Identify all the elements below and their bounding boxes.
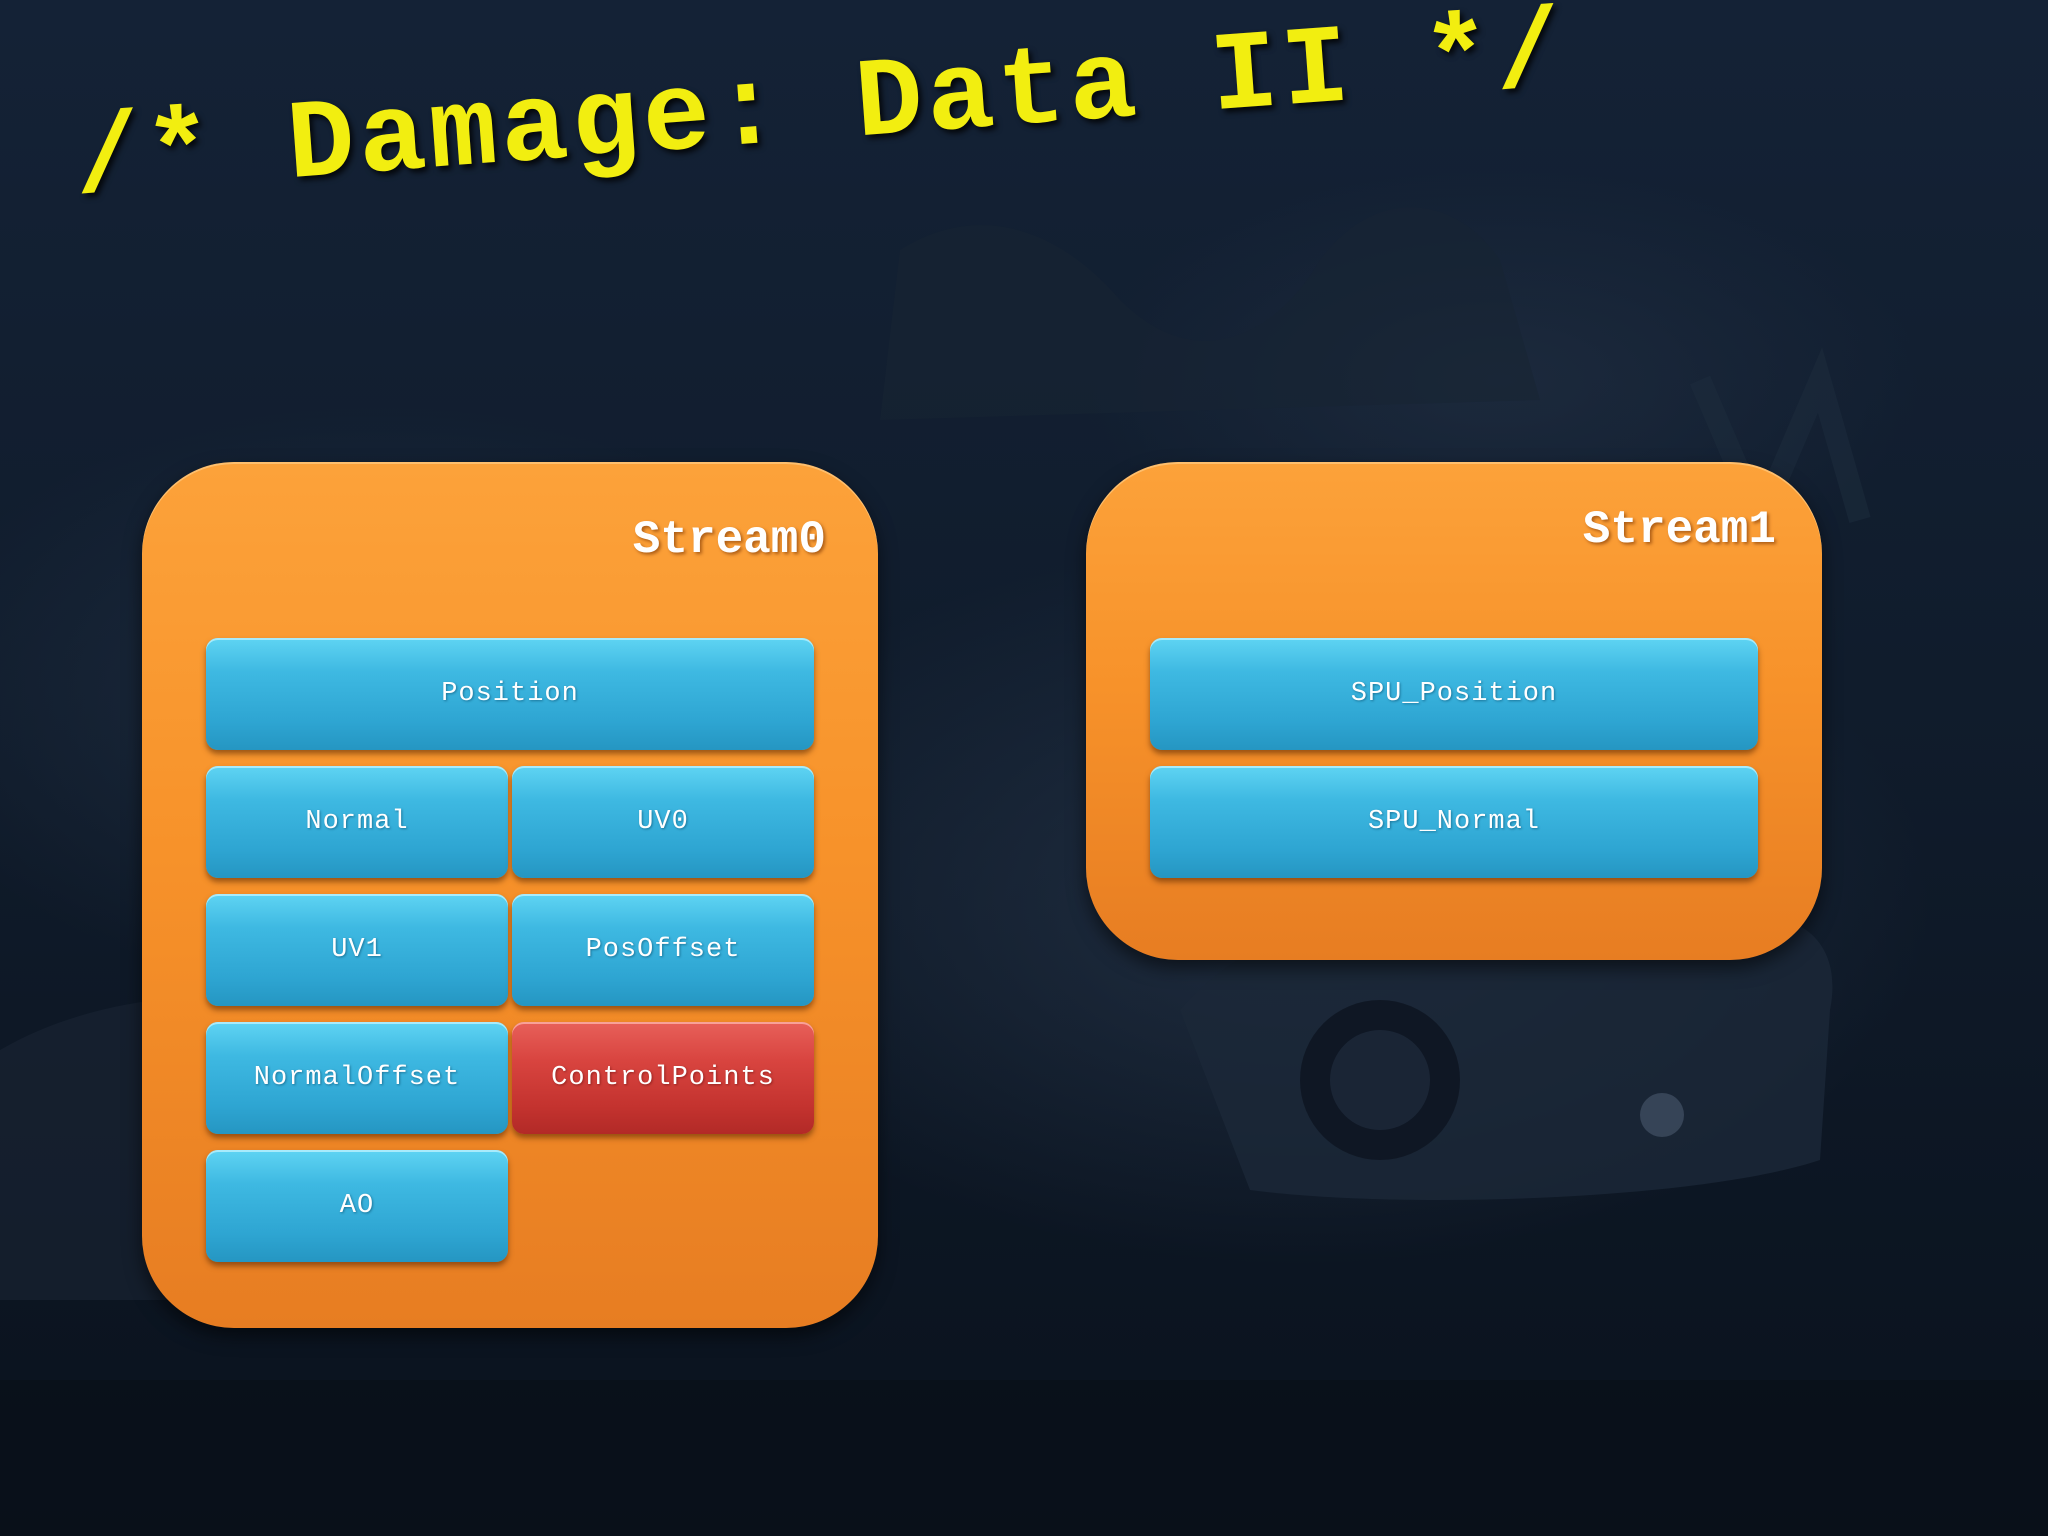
field-controlpoints: ControlPoints xyxy=(512,1022,814,1134)
field-posoffset: PosOffset xyxy=(512,894,814,1006)
stream0-container: Stream0 Position Normal UV0 UV1 PosOffse… xyxy=(142,462,878,1328)
field-position: Position xyxy=(206,638,814,750)
stream1-container: Stream1 SPU_Position SPU_Normal xyxy=(1086,462,1822,960)
field-normaloffset: NormalOffset xyxy=(206,1022,508,1134)
stream0-title: Stream0 xyxy=(632,514,826,566)
stream1-title: Stream1 xyxy=(1582,504,1776,556)
field-spu-normal: SPU_Normal xyxy=(1150,766,1758,878)
field-uv1: UV1 xyxy=(206,894,508,1006)
field-normal: Normal xyxy=(206,766,508,878)
field-spu-position: SPU_Position xyxy=(1150,638,1758,750)
field-uv0: UV0 xyxy=(512,766,814,878)
field-ao: AO xyxy=(206,1150,508,1262)
